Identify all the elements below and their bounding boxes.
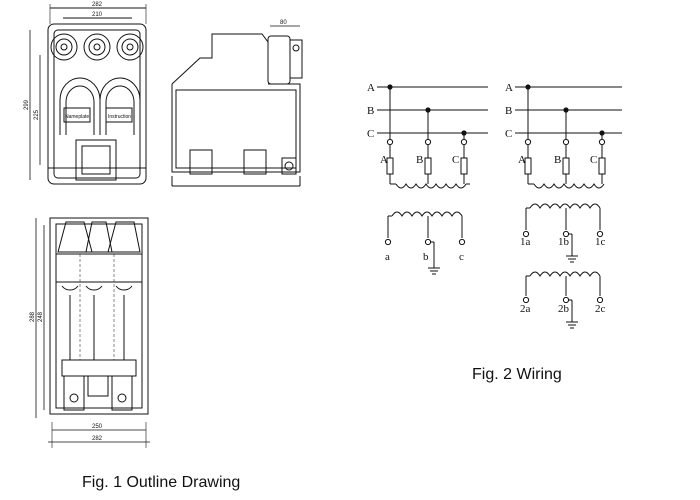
secondary1-label-b: 1b xyxy=(558,236,570,248)
secondary-label-b: b xyxy=(423,251,429,263)
secondary2-label-a: 2a xyxy=(520,303,531,315)
primary-label-c-right: C xyxy=(590,154,597,166)
dim-front-top-inner: 210 xyxy=(92,12,103,18)
primary-label-a-right: A xyxy=(518,154,526,166)
wiring-right xyxy=(515,86,622,329)
secondary-label-a: a xyxy=(385,251,390,263)
nameplate-label: Nameplate xyxy=(65,114,89,120)
dim-front-height-outer: 299 xyxy=(24,99,30,110)
dim-bottom-height-inner: 248 xyxy=(38,311,44,322)
primary-label-b: B xyxy=(416,154,423,166)
primary-label-a: A xyxy=(380,154,388,166)
dim-bottom-width-inner: 250 xyxy=(92,424,103,430)
bus-label-b: B xyxy=(367,105,374,117)
primary-label-b-right: B xyxy=(554,154,561,166)
secondary2-label-b: 2b xyxy=(558,303,570,315)
dim-front-height-inner: 225 xyxy=(34,109,40,120)
secondary2-label-c: 2c xyxy=(595,303,606,315)
dim-front-top-outer: 282 xyxy=(92,2,103,8)
secondary1-label-c: 1c xyxy=(595,236,606,248)
primary-label-c: C xyxy=(452,154,459,166)
bottom-view xyxy=(35,217,150,448)
figure-caption-outline: Fig. 1 Outline Drawing xyxy=(82,474,241,491)
secondary-label-c: c xyxy=(459,251,464,263)
secondary1-label-a: 1a xyxy=(520,236,531,248)
front-view xyxy=(29,4,147,185)
dim-bottom-height-outer: 288 xyxy=(30,311,36,322)
figure-caption-wiring: Fig. 2 Wiring xyxy=(472,366,562,383)
bus-label-a-right: A xyxy=(505,82,513,94)
side-view xyxy=(171,25,303,187)
dim-bottom-width-outer: 282 xyxy=(92,436,103,442)
bus-label-c-right: C xyxy=(505,128,512,140)
dim-side-top: 80 xyxy=(280,20,287,26)
instruction-label: Instruction xyxy=(108,114,131,120)
bus-label-c: C xyxy=(367,128,374,140)
wiring-left xyxy=(377,86,488,275)
bus-label-b-right: B xyxy=(505,105,512,117)
bus-label-a: A xyxy=(367,82,375,94)
